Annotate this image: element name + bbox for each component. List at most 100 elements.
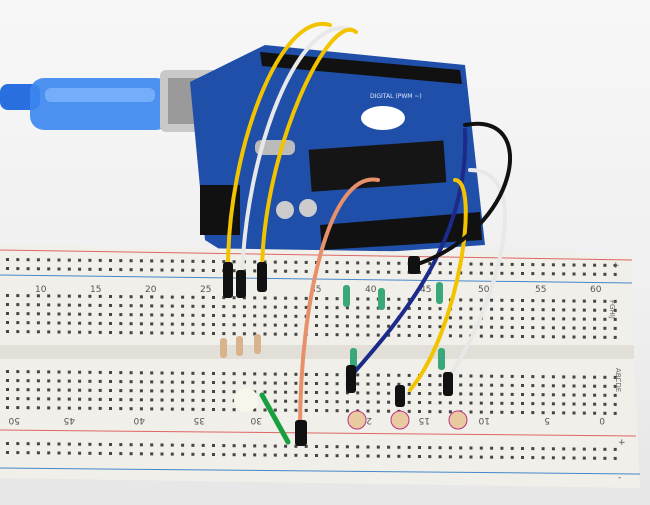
breadboard-hole [181,304,185,308]
breadboard-hole [57,370,61,374]
breadboard-hole [407,306,411,310]
breadboard-hole [418,446,421,449]
breadboard-hole [212,453,215,456]
breadboard-hole [16,294,20,298]
breadboard-hole [129,452,133,456]
breadboard-hole [129,259,133,263]
column-number-top: 10 [35,285,47,295]
breadboard-hole [294,390,298,394]
breadboard-hole [582,402,586,406]
breadboard-hole [387,261,391,265]
breadboard-hole [582,299,586,303]
breadboard-hole [191,398,195,402]
rail-minus-bottom: - [618,473,621,483]
breadboard-hole [531,375,535,379]
breadboard-hole [531,384,535,388]
breadboard-hole [242,314,246,318]
breadboard-hole [263,408,267,412]
breadboard-hole [603,335,607,339]
breadboard-hole [469,446,473,450]
breadboard-hole [26,388,30,392]
breadboard-hole [47,379,51,383]
breadboard-hole [500,446,504,450]
breadboard-hole [304,408,308,412]
breadboard-hole [521,402,524,405]
breadboard-hole [191,443,195,447]
arduino-uno-board: UNO DIGITAL (PWM ~) [190,45,485,262]
breadboard-hole [551,384,555,388]
breadboard-hole [88,442,92,446]
column-number-bottom: 0 [599,415,605,425]
breadboard-hole [387,333,391,337]
breadboard-hole [47,388,51,392]
breadboard-hole [212,332,215,335]
breadboard-hole [510,410,514,414]
breadboard-hole [88,294,92,298]
breadboard-hole [273,332,277,336]
breadboard-hole [376,391,380,395]
breadboard-hole [294,323,298,327]
breadboard-hole [459,446,463,450]
breadboard-hole [16,312,20,316]
breadboard-hole [387,409,391,413]
breadboard-hole [109,407,112,410]
breadboard-hole [500,410,504,414]
breadboard-hole [36,442,40,446]
breadboard-hole [78,370,82,374]
breadboard-hole [387,382,391,386]
breadboard-hole [335,391,339,395]
breadboard-hole [603,393,607,397]
breadboard-hole [510,392,514,396]
breadboard-hole [562,447,566,451]
breadboard-hole [582,393,586,397]
breadboard-hole [263,305,267,309]
breadboard-hole [273,323,277,327]
breadboard-hole [36,388,40,392]
breadboard-hole [253,453,257,457]
breadboard-hole [6,388,9,391]
breadboard-hole [562,299,566,303]
breadboard-hole [78,294,82,298]
breadboard-hole [562,384,566,388]
breadboard-hole [78,312,82,316]
breadboard-hole [510,401,514,405]
breadboard-hole [603,375,607,379]
breadboard-hole [294,314,298,318]
breadboard-hole [139,268,143,272]
breadboard-hole [510,316,514,320]
breadboard-hole [6,451,9,454]
breadboard-hole [129,313,133,317]
breadboard-hole [613,272,617,276]
breadboard-hole [335,315,339,319]
breadboard-hole [459,455,463,459]
breadboard-hole [551,335,555,339]
breadboard-hole [304,390,308,394]
breadboard-hole [387,391,391,395]
breadboard-hole [26,330,30,334]
breadboard-hole [438,446,442,450]
breadboard-hole [160,313,164,317]
breadboard-hole [438,307,442,311]
breadboard-hole [150,295,154,299]
breadboard-hole [407,315,411,319]
breadboard-hole [345,445,349,449]
breadboard-hole [139,380,143,384]
breadboard-hole [572,299,576,303]
breadboard-hole [284,372,288,376]
breadboard-hole [294,296,298,300]
breadboard-hole [407,382,411,386]
breadboard-hole [16,442,20,446]
breadboard-hole [109,389,112,392]
breadboard-hole [181,322,185,326]
breadboard-hole [418,298,421,301]
breadboard-hole [16,303,20,307]
breadboard-hole [170,259,174,263]
breadboard-hole [47,442,51,446]
breadboard-hole [263,323,267,327]
breadboard-hole [98,330,102,334]
breadboard-hole [129,380,133,384]
breadboard-hole [593,375,597,379]
breadboard-hole [212,296,215,299]
breadboard-hole [335,324,339,328]
breadboard-hole [160,452,164,456]
